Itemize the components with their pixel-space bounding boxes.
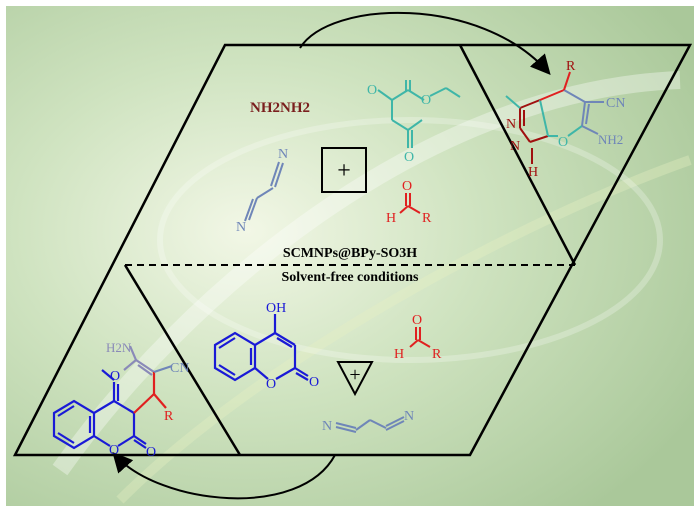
ketoester-o2: O bbox=[421, 93, 431, 108]
product-top-n1: N bbox=[506, 117, 516, 132]
aldehyde-r-bottom: R bbox=[432, 347, 442, 362]
plus-sign-bottom: + bbox=[349, 364, 360, 386]
hydroxycoumarin-oh: OH bbox=[266, 301, 286, 316]
ketoester-o3: O bbox=[404, 150, 414, 165]
plus-triangle bbox=[336, 361, 374, 397]
bottom-curved-arrow bbox=[112, 452, 336, 500]
plus-sign-top: + bbox=[337, 158, 351, 184]
aldehyde-h-top: H bbox=[386, 211, 396, 226]
malononitrile-bottom-n2: N bbox=[404, 409, 414, 424]
aldehyde-top bbox=[399, 193, 421, 214]
product-top-o: O bbox=[558, 135, 568, 150]
malononitrile-bottom-n1: N bbox=[322, 419, 332, 434]
ketoester-o1: O bbox=[367, 83, 377, 98]
product-bottom-cn: CN bbox=[170, 361, 189, 376]
ethyl-acetoacetate bbox=[377, 80, 461, 148]
aldehyde-o-top: O bbox=[402, 179, 412, 194]
pyranopyrazole-product bbox=[505, 71, 604, 164]
parallelogram-frame bbox=[12, 43, 693, 457]
product-bottom-o-ring: O bbox=[110, 369, 120, 384]
aldehyde-o-bottom: O bbox=[412, 313, 422, 328]
light-ring bbox=[157, 117, 663, 363]
product-bottom-o-lactone: O bbox=[109, 443, 119, 458]
green-backdrop bbox=[6, 6, 694, 506]
top-curved-arrow bbox=[299, 11, 551, 75]
catalyst-label: SCMNPs@BPy-SO3H bbox=[283, 246, 417, 261]
malononitrile-top bbox=[244, 161, 284, 222]
malononitrile-n2: N bbox=[236, 220, 246, 235]
aldehyde-r-top: R bbox=[422, 211, 432, 226]
hydroxycoumarin-ring-o: O bbox=[266, 377, 276, 392]
right-divider bbox=[458, 44, 577, 266]
plus-box bbox=[321, 147, 367, 193]
product-bottom-r: R bbox=[164, 409, 174, 424]
product-top-r: R bbox=[566, 59, 576, 74]
hydrazine-label: NH2NH2 bbox=[250, 100, 310, 116]
product-top-nh2: NH2 bbox=[598, 132, 623, 147]
malononitrile-n1: N bbox=[278, 147, 288, 162]
hydroxycoumarin-carbonyl-o: O bbox=[309, 375, 319, 390]
product-bottom-o-carbonyl: O bbox=[146, 445, 156, 460]
product-top-cn: CN bbox=[606, 96, 625, 111]
hydroxycoumarin bbox=[213, 314, 309, 382]
product-top-h: H bbox=[528, 165, 538, 180]
product-top-n2: N bbox=[510, 139, 520, 154]
pyranochromene-product bbox=[52, 345, 173, 450]
aldehyde-h-bottom: H bbox=[394, 347, 404, 362]
left-divider bbox=[123, 264, 242, 456]
malononitrile-bottom bbox=[335, 416, 405, 433]
product-bottom-nh2: H2N bbox=[106, 340, 132, 355]
aldehyde-bottom bbox=[409, 327, 431, 348]
solvent-label: Solvent-free conditions bbox=[281, 270, 419, 285]
